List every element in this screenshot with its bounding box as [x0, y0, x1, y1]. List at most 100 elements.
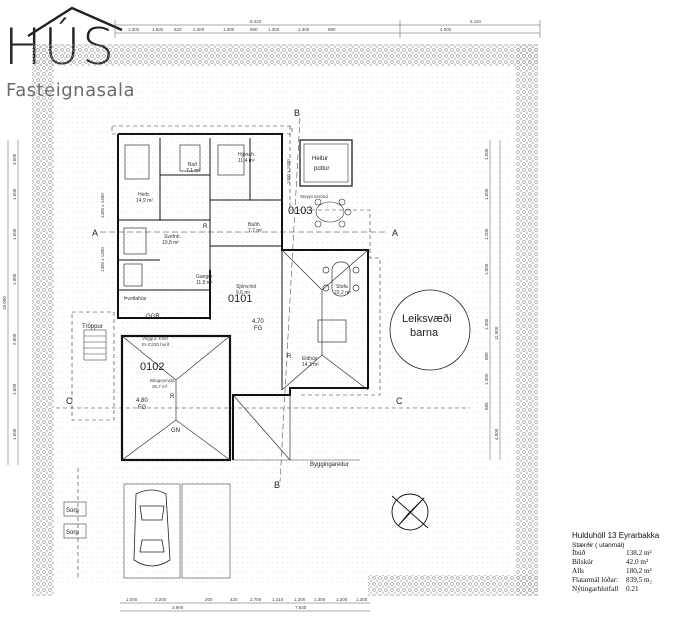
dim-left-p1: 3.500: [12, 153, 17, 165]
dim-left-p2: 1.600: [12, 188, 17, 200]
room-wc-area: 7,7 m²: [248, 228, 263, 234]
info-key: Flatarmál lóðar:: [572, 576, 619, 584]
hot-tub-label-1: Heitur: [312, 156, 328, 162]
dim-right-p2: 1.600: [484, 188, 489, 200]
dim-bot-p2: 3.200: [155, 597, 167, 602]
info-row: Flatarmál lóðar: 839,5 m₂: [572, 576, 674, 585]
section-a-right: A: [392, 228, 398, 238]
steps: [83, 329, 107, 361]
dim-left-p6: 1.600: [12, 383, 17, 395]
playground-circle: [389, 289, 471, 371]
dim-left-total: 18.000: [2, 296, 7, 310]
steps-label: Tröppur: [82, 324, 103, 330]
garage-wall-label: Veggur: EI60: [142, 336, 169, 341]
dim-bot-p6: 1.410: [272, 597, 284, 602]
dim-left-p7: 1.600: [12, 428, 17, 440]
garage-roof: [121, 335, 231, 461]
room-kitchen-area: 14,3 m²: [302, 362, 319, 368]
room-wc: Baðh.: [248, 221, 261, 228]
dim-right-p4: 1.800: [484, 263, 489, 275]
fg-470-label: FG: [254, 326, 263, 332]
build-field-label: Byggingareitur: [310, 462, 349, 468]
dim-bot-p7: 1.300: [294, 597, 306, 602]
room-living: Stofa: [336, 284, 348, 290]
mark-r-1: R: [203, 224, 208, 230]
unit-0101: 0101: [228, 293, 252, 305]
room-kitchen: Eldhús: [302, 356, 318, 362]
room-tv: Sjónv.hol: [236, 284, 256, 290]
dim-top-1: 8.420: [250, 19, 262, 24]
dim-left-p5: 2.800: [12, 333, 17, 345]
section-b-top: B: [294, 108, 300, 118]
dim-right-p5: 1.300: [484, 318, 489, 330]
playground-label-2: barna: [410, 327, 439, 339]
info-row: Bílskúr 42,0 m²: [572, 558, 674, 567]
room-herb2-area: 10,8 m²: [162, 240, 179, 246]
garage-label: Bílageymsla: [150, 378, 175, 383]
info-subtitle: Stærðir ( utanmál): [572, 542, 625, 549]
section-b-bottom: B: [274, 480, 280, 490]
hot-tub-label-2: pottur: [314, 166, 329, 172]
compass-icon: [391, 493, 429, 531]
info-row: Alls 180,2 m²: [572, 567, 674, 576]
unit-0102: 0102: [140, 361, 164, 373]
mark-gn: GN: [171, 428, 180, 434]
dim-top-p5: 1.300: [223, 27, 235, 32]
room-living-area: 22,2 m²: [334, 290, 351, 296]
dim-right-p1: 1.500: [484, 148, 489, 160]
dim-top-p8: 1.300: [298, 27, 310, 32]
fg-480-value: 4.80: [136, 398, 148, 404]
mark-r-3: R: [170, 394, 175, 400]
dim-right-t1: 11.900: [494, 326, 499, 340]
info-value: 0.21: [626, 585, 639, 593]
info-key: Íbúð: [572, 549, 586, 557]
dim-top-p1: 1.300: [128, 27, 140, 32]
hot-tub: [299, 139, 353, 187]
window-tag-3: 1400 x 1400: [286, 159, 291, 184]
mark-r-2: R: [287, 354, 292, 360]
dim-bot-t1: 3.900: [172, 605, 184, 610]
room-hall: Gangur: [196, 274, 213, 280]
room-master: Hjónah.: [238, 152, 255, 158]
garage-door-label: EI-CS30 hurð: [142, 341, 170, 347]
info-value: 42,0 m²: [626, 558, 649, 566]
house-walls: [117, 133, 369, 462]
dim-bot-p3: 200: [205, 597, 213, 602]
room-herb1: Herb.: [138, 192, 150, 198]
garage-area: 36,7 m²: [152, 384, 168, 389]
dimension-bottom: [120, 602, 370, 612]
dimension-top: [114, 20, 541, 38]
dim-left-p4: 1.900: [12, 273, 17, 285]
dim-top-p2: 1.500: [152, 27, 164, 32]
dim-right-p8: 880: [484, 402, 489, 410]
parking-area: [63, 483, 231, 579]
info-row: Nýtingarhlutfall 0.21: [572, 585, 674, 594]
room-bath-area: 7,1 m²: [186, 168, 201, 174]
section-c-right: C: [396, 396, 403, 406]
dim-top-p4: 1.300: [193, 27, 205, 32]
room-master-area: 11,4 m²: [238, 158, 255, 164]
car-icon: [133, 489, 171, 567]
dim-top-p10: 4.000: [440, 27, 452, 32]
terrace-note: Steypt verönd: [300, 194, 328, 199]
room-hall-area: 11,5 m²: [196, 280, 213, 286]
info-key: Bílskúr: [572, 558, 594, 566]
dim-bot-t2: 7.630: [295, 605, 307, 610]
dim-bot-p9: 1.300: [336, 597, 348, 602]
room-utility: Þvottahús: [124, 296, 147, 302]
dim-right-p3: 1.200: [484, 228, 489, 240]
window-tag-2: 1400 x 1400: [100, 247, 105, 272]
dining-table: [317, 261, 360, 343]
info-value: 180,2 m²: [626, 567, 652, 575]
fg-470-value: 4.70: [252, 319, 264, 325]
dim-bot-p8: 1.300: [314, 597, 326, 602]
dim-right-p7: 1.300: [484, 373, 489, 385]
info-key: Alls: [572, 567, 584, 575]
unit-0103: 0103: [288, 205, 312, 217]
dim-top-p6: 880: [250, 27, 258, 32]
mark-ggr: GGR: [146, 314, 160, 320]
terrace-table: [314, 198, 352, 228]
parking-label-1: Sorp: [66, 508, 79, 514]
info-row: Íbúð 138,2 m²: [572, 549, 674, 558]
